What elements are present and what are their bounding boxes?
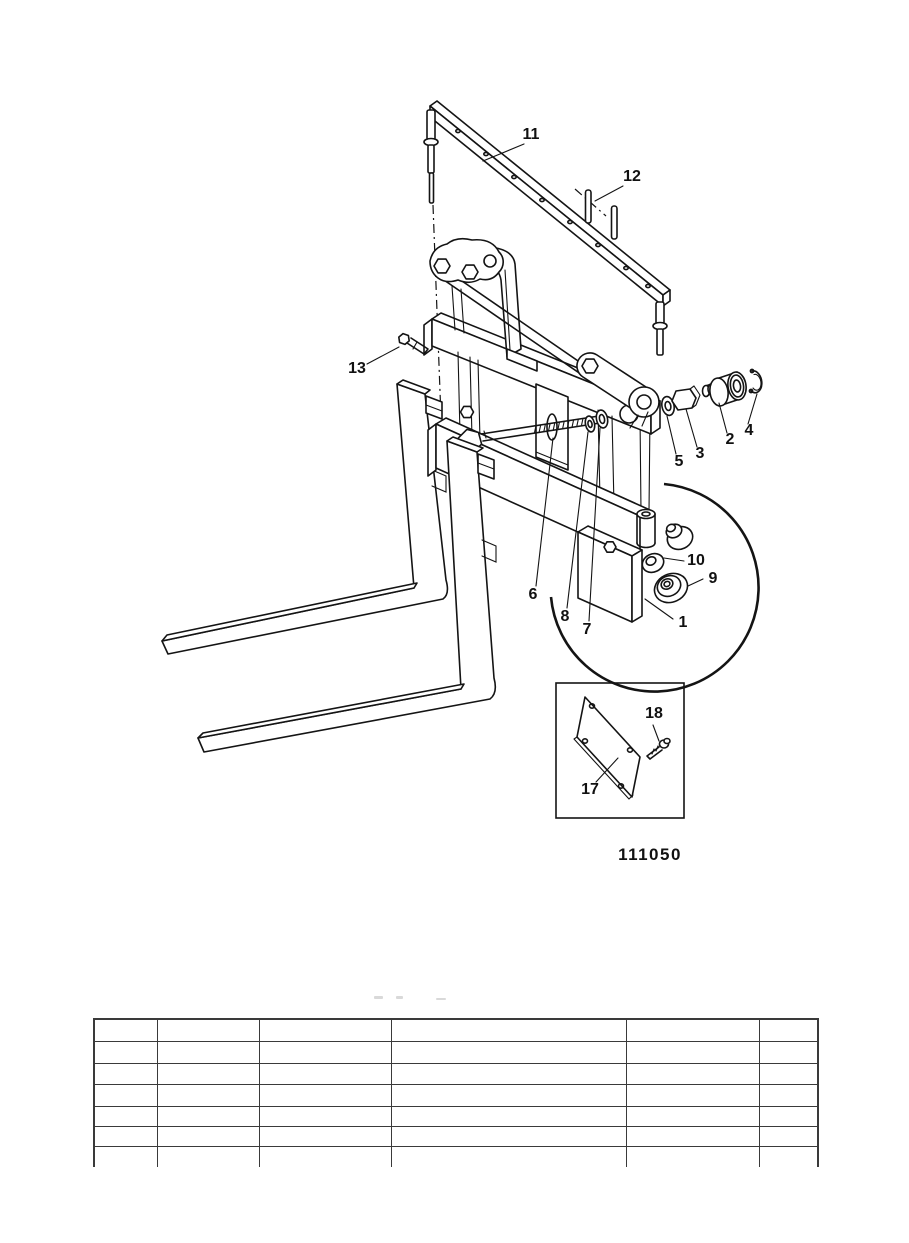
circlip-4: [748, 368, 763, 394]
table-cell: [260, 1042, 392, 1064]
top-mounting-bar: [423, 100, 671, 356]
callout-10: 10: [687, 552, 705, 569]
table-cell: [95, 1107, 158, 1127]
table-cell: [95, 1147, 158, 1167]
inset-detail-box: [555, 682, 685, 819]
table-cell: [95, 1085, 158, 1107]
table-cell: [158, 1085, 260, 1107]
table-cell: [158, 1042, 260, 1064]
table-header-cell: [158, 1020, 260, 1042]
table-cell: [260, 1147, 392, 1167]
table-cell: [95, 1042, 158, 1064]
table-cell: [627, 1042, 760, 1064]
callout-5: 5: [675, 453, 684, 470]
table-cell: [760, 1064, 817, 1085]
table-cell: [158, 1147, 260, 1167]
table-cell: [392, 1042, 627, 1064]
table-cell: [392, 1064, 627, 1085]
callout-12: 12: [623, 168, 641, 185]
table-cell: [95, 1064, 158, 1085]
table-cell: [760, 1085, 817, 1107]
roller-2: [709, 371, 747, 407]
table-header-cell: [260, 1020, 392, 1042]
table-cell: [392, 1147, 627, 1167]
faded-caption-mark: [396, 996, 403, 999]
plate-17: [573, 696, 641, 800]
pins: [584, 189, 618, 240]
stepped-roller: [665, 523, 694, 551]
fork-rear: [161, 379, 449, 655]
parts-table: [93, 1018, 819, 1167]
table-cell: [158, 1107, 260, 1127]
callout-8: 8: [561, 608, 570, 625]
left-stud: [423, 109, 439, 204]
table-header-cell: [760, 1020, 817, 1042]
callout-2: 2: [726, 431, 735, 448]
callout-3: 3: [696, 445, 705, 462]
callout-18: 18: [645, 705, 663, 722]
rocker-link: [576, 352, 660, 429]
callout-6: 6: [529, 586, 538, 603]
table-cell: [260, 1064, 392, 1085]
detail-circle: [549, 482, 760, 693]
figure-number: 111050: [618, 845, 682, 864]
right-stud: [652, 301, 668, 356]
sleeve-bushing: [636, 508, 656, 549]
table-cell: [95, 1127, 158, 1147]
callout-7: 7: [583, 621, 592, 638]
clamp-links: [429, 237, 504, 284]
leader-lines: [366, 143, 758, 783]
table-cell: [392, 1085, 627, 1107]
table-header-cell: [392, 1020, 627, 1042]
table-cell: [627, 1147, 760, 1167]
screw-18: [646, 737, 671, 760]
table-cell: [760, 1127, 817, 1147]
bar-end-block: [577, 525, 643, 623]
table-cell: [627, 1085, 760, 1107]
callout-1: 1: [679, 614, 688, 631]
table-cell: [760, 1107, 817, 1127]
table-cell: [158, 1064, 260, 1085]
fork-front: [197, 436, 497, 753]
callouts: 11 12 13 5 3 2 4 10 9 6 8 7 1 17 18: [348, 126, 753, 798]
table-cell: [158, 1127, 260, 1147]
table-cell: [627, 1064, 760, 1085]
nut-3: [671, 385, 701, 411]
table-header-cell: [95, 1020, 158, 1042]
faded-caption-mark: [374, 996, 383, 999]
centerline-left-stud: [432, 204, 442, 419]
bolt-13: [397, 332, 429, 355]
table-header-cell: [627, 1020, 760, 1042]
table-cell: [627, 1127, 760, 1147]
table-cell: [392, 1127, 627, 1147]
callout-13: 13: [348, 360, 366, 377]
table-cell: [392, 1107, 627, 1127]
table-cell: [627, 1107, 760, 1127]
table-cell: [260, 1127, 392, 1147]
callout-9: 9: [709, 570, 718, 587]
callout-11: 11: [523, 126, 540, 143]
roller-9: [653, 572, 689, 604]
table-cell: [260, 1107, 392, 1127]
table-cell: [760, 1042, 817, 1064]
table-cell: [260, 1085, 392, 1107]
callout-17: 17: [581, 781, 599, 798]
washer-10: [641, 552, 665, 574]
callout-4: 4: [745, 422, 754, 439]
table-cell: [760, 1147, 817, 1167]
faded-caption-mark: [436, 998, 446, 1000]
